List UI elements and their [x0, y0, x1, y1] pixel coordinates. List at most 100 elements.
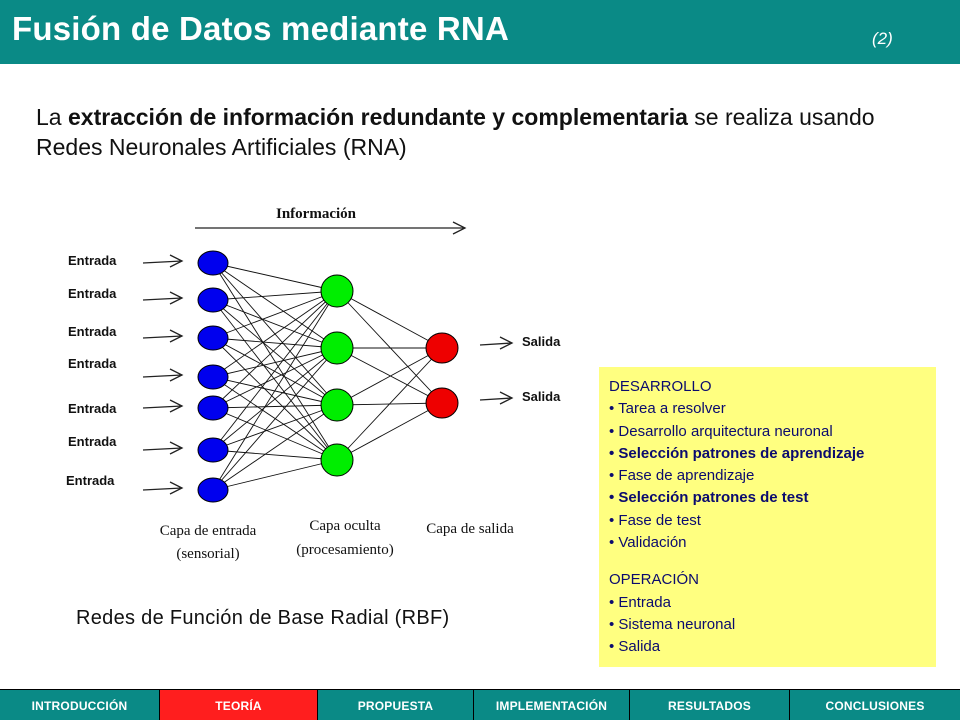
development-item: • Selección patrones de test	[609, 489, 809, 507]
output-layer-label: Capa de salida	[426, 521, 514, 537]
connection-line	[212, 299, 338, 406]
arrow-head	[169, 399, 184, 413]
arrow-head	[169, 368, 184, 382]
connection-line	[212, 290, 338, 301]
hidden-layer-label: Capa oculta	[309, 518, 381, 534]
connection-line	[212, 347, 338, 409]
arrow-head	[169, 254, 184, 268]
input-neuron	[197, 395, 229, 421]
neural-network-svg: InformaciónEntradaEntradaEntradaEntradaE…	[66, 198, 561, 570]
input-neuron	[197, 250, 229, 276]
connection-line	[212, 337, 338, 406]
input-neuron	[197, 477, 229, 503]
development-list: • Tarea a resolver • Desarrollo arquitect…	[609, 398, 936, 554]
connection-line	[212, 347, 338, 378]
arrow-head	[499, 336, 514, 350]
spacer	[609, 554, 936, 569]
connection-line	[336, 347, 443, 406]
title-bar: Fusión de Datos mediante RNA (2)	[0, 0, 960, 64]
nav-tab-introducción[interactable]: INTRODUCCIÓN	[0, 690, 160, 720]
input-label: Entrada	[68, 253, 117, 268]
development-item: • Fase de aprendizaje	[609, 467, 755, 485]
connection-line	[212, 404, 338, 409]
input-label: Entrada	[66, 473, 115, 488]
diagram-caption: Redes de Función de Base Radial (RBF)	[76, 607, 450, 629]
input-neuron	[197, 364, 229, 390]
connection-line	[212, 290, 338, 451]
input-label: Entrada	[68, 356, 117, 371]
connection-line	[212, 337, 338, 349]
development-item: • Tarea a resolver	[609, 400, 726, 418]
connection-line	[212, 262, 338, 461]
input-label: Entrada	[68, 401, 117, 416]
connection-line	[212, 449, 338, 461]
operation-item: • Entrada	[609, 593, 671, 611]
nav-tab-implementación[interactable]: IMPLEMENTACIÓN	[474, 690, 630, 720]
connection-line	[212, 347, 338, 491]
development-item: • Validación	[609, 534, 687, 552]
output-neuron	[425, 387, 459, 419]
nav-tab-resultados[interactable]: RESULTADOS	[630, 690, 790, 720]
connection-line	[336, 290, 443, 404]
arrows	[142, 221, 514, 495]
connection-line	[212, 407, 338, 461]
connection-line	[336, 290, 443, 349]
connection-line	[212, 262, 338, 292]
connection-line	[212, 404, 338, 451]
connection-line	[212, 299, 338, 461]
connection-line	[212, 290, 338, 378]
intro-paragraph: La extracción de información redundante …	[36, 102, 936, 162]
nav-tab-teoría[interactable]: TEORÍA	[160, 690, 318, 720]
arrow-line	[142, 260, 183, 264]
development-title: DESARROLLO	[609, 378, 712, 395]
connection-line	[212, 404, 338, 491]
development-item: • Fase de test	[609, 511, 701, 529]
connection-line	[212, 262, 338, 349]
arrow-head	[169, 329, 184, 343]
development-item: • Desarrollo arquitectura neuronal	[609, 422, 833, 440]
information-label: Información	[276, 206, 357, 222]
input-layer-sublabel: (sensorial)	[176, 546, 239, 562]
arrow-head	[169, 291, 184, 305]
operation-item: • Salida	[609, 638, 661, 656]
hidden-neuron	[320, 331, 354, 365]
connection-line	[212, 290, 338, 409]
nav-tab-conclusiones[interactable]: CONCLUSIONES	[790, 690, 960, 720]
connection-line	[212, 290, 338, 491]
input-neuron	[197, 437, 229, 463]
input-label: Entrada	[68, 434, 117, 449]
hidden-neuron	[320, 443, 354, 477]
arrow-line	[142, 447, 183, 451]
operation-title: OPERACIÓN	[609, 571, 700, 589]
input-label: Entrada	[68, 324, 117, 339]
nav-tab-propuesta[interactable]: PROPUESTA	[318, 690, 474, 720]
slide-number: (2)	[872, 29, 893, 48]
output-neuron	[425, 332, 459, 364]
connection-lines	[212, 262, 443, 491]
hidden-neuron	[320, 388, 354, 422]
arrow-line	[479, 397, 513, 401]
connection-line	[336, 347, 443, 461]
intro-text-start: La	[36, 104, 68, 130]
output-label: Salida	[522, 389, 561, 404]
arrow-line	[142, 487, 183, 491]
arrow-line	[142, 374, 183, 378]
connection-line	[336, 402, 443, 461]
arrow-head	[169, 481, 184, 495]
arrow-line	[142, 335, 183, 339]
hidden-layer-sublabel: (procesamiento)	[296, 542, 393, 558]
output-label: Salida	[522, 334, 561, 349]
connection-line	[212, 299, 338, 349]
connection-line	[212, 459, 338, 491]
input-neuron	[197, 325, 229, 351]
connection-line	[212, 290, 338, 339]
arrow-line	[142, 405, 183, 409]
diagram-labels: InformaciónEntradaEntradaEntradaEntradaE…	[66, 206, 561, 562]
operation-item: • Sistema neuronal	[609, 615, 736, 633]
hidden-neuron	[320, 274, 354, 308]
connection-line	[212, 347, 338, 451]
arrow-head	[169, 441, 184, 455]
arrow-head	[499, 391, 514, 405]
